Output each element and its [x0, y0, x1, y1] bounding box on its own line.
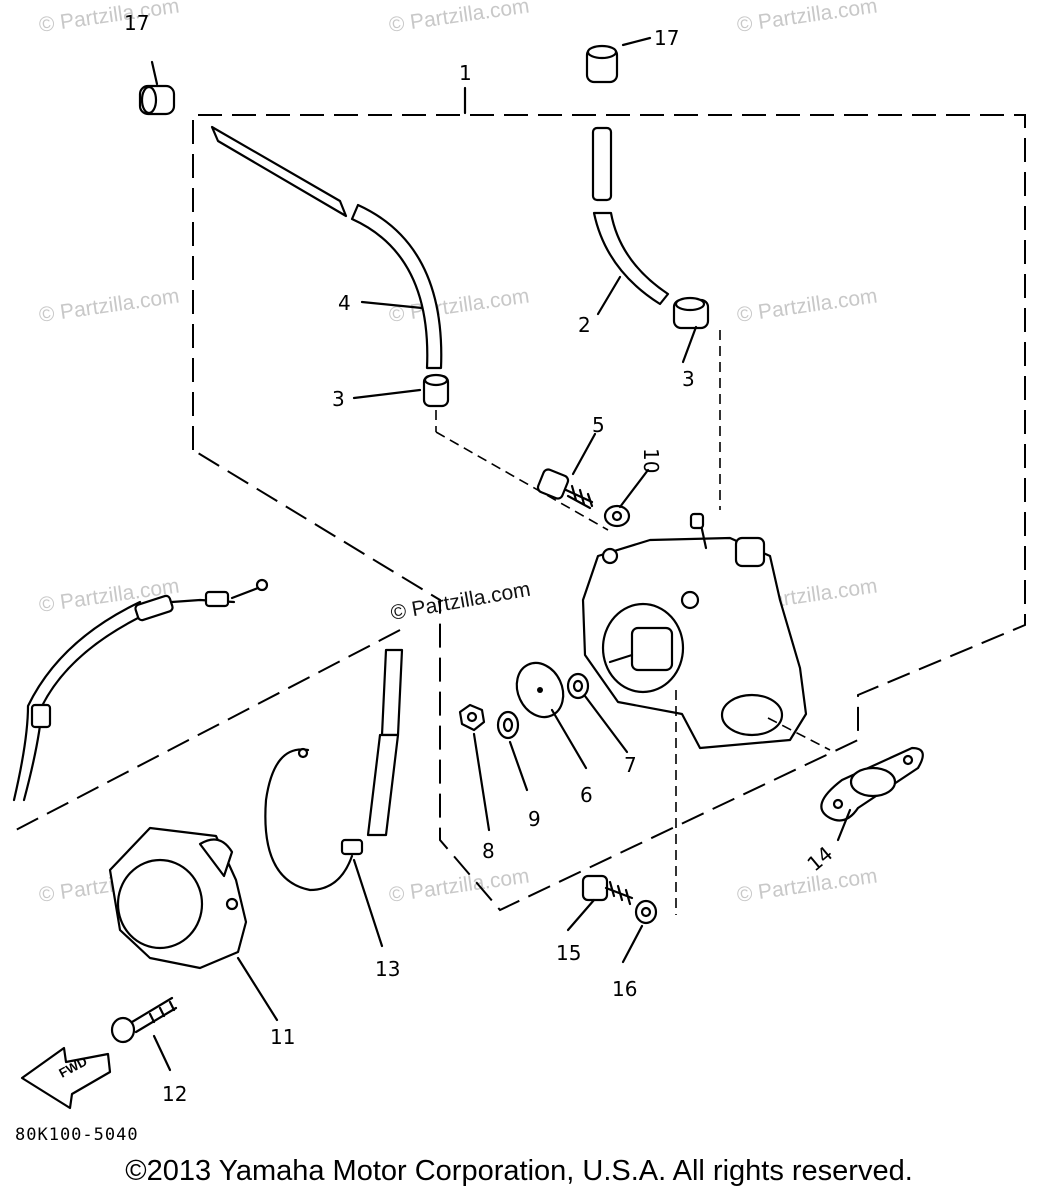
cover-11	[108, 826, 248, 970]
callout-13: 13	[375, 957, 400, 981]
throttle-cable	[12, 578, 269, 802]
callout-6: 6	[580, 783, 593, 807]
callout-17-right: 17	[654, 26, 679, 50]
callout-5: 5	[592, 413, 605, 437]
watermark: © Partzilla.com	[387, 0, 530, 37]
watermark: © Partzilla.com	[37, 284, 180, 326]
callout-4: 4	[338, 291, 351, 315]
fuel-hose-2	[591, 126, 670, 306]
clamp-17-right	[585, 44, 619, 84]
lock-washer-9	[496, 710, 520, 740]
watermark-layer: © Partzilla.com © Partzilla.com © Partzi…	[37, 0, 878, 907]
fuel-pump-body	[581, 512, 831, 915]
watermark: © Partzilla.com	[387, 864, 530, 906]
callout-2: 2	[578, 313, 591, 337]
fwd-arrow: FWD	[20, 1046, 112, 1110]
callout-10: 10	[639, 448, 663, 473]
assembly-outline	[11, 86, 1026, 912]
callout-16: 16	[612, 977, 637, 1001]
callout-15: 15	[556, 941, 581, 965]
washer-16	[634, 899, 658, 925]
callout-3-right: 3	[682, 367, 695, 391]
nut-8	[458, 703, 486, 732]
callout-8: 8	[482, 839, 495, 863]
copyright-notice: ©2013 Yamaha Motor Corporation, U.S.A. A…	[125, 1155, 913, 1187]
clamp-17-left	[138, 84, 176, 116]
gasket-14	[820, 746, 924, 822]
callout-9: 9	[528, 807, 541, 831]
callout-12: 12	[162, 1082, 187, 1106]
callout-11: 11	[270, 1025, 295, 1049]
callout-1: 1	[459, 61, 472, 85]
callout-17-left: 17	[124, 11, 149, 35]
callout-7: 7	[624, 753, 637, 777]
callout-3-left: 3	[332, 387, 345, 411]
diagram-code: 80K100-5040	[15, 1125, 139, 1145]
watermark: © Partzilla.com	[37, 0, 180, 37]
oil-hose-13	[264, 648, 404, 892]
watermark: © Partzilla.com	[735, 864, 878, 906]
washer-10	[603, 504, 631, 528]
washer-7	[566, 672, 590, 700]
bolt-5	[536, 468, 594, 510]
bolt-15	[581, 874, 634, 906]
clamp-3-left	[422, 373, 450, 408]
fuel-hose-4	[210, 125, 443, 370]
callouts: 1 17 17 4 2 3 3 5 10 7 6 9 8 14 13 15 16…	[124, 11, 837, 1106]
diaphragm-6	[515, 661, 565, 719]
leader-lines	[150, 36, 852, 1072]
watermark: © Partzilla.com	[735, 284, 878, 326]
bolt-12	[110, 996, 178, 1044]
clamp-3-right	[672, 296, 710, 330]
center-watermark: © Partzilla.com	[389, 578, 532, 625]
watermark: © Partzilla.com	[735, 0, 878, 37]
